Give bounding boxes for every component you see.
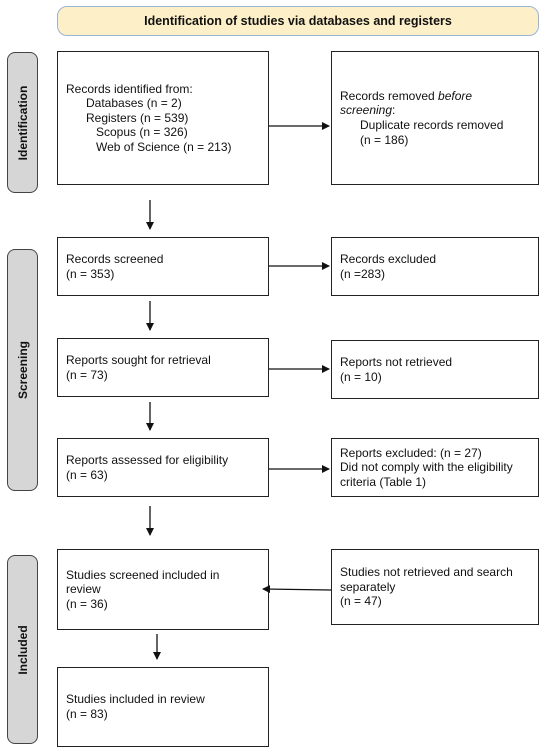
- records-removed-colon: :: [392, 103, 396, 118]
- studies-searched-separately-count: (n = 47): [340, 594, 382, 609]
- reports-excluded-box: Reports excluded: (n = 27) Did not compl…: [331, 438, 539, 497]
- reports-assessed-box: Reports assessed for eligibility (n = 63…: [57, 438, 269, 497]
- records-identified-heading: Records identified from:: [66, 81, 193, 96]
- records-removed-italic-before: before: [438, 88, 473, 103]
- studies-included-box: Studies included in review (n = 83): [57, 667, 269, 747]
- reports-excluded-reason: Did not comply with the eligibility: [340, 460, 513, 475]
- records-screened-label: Records screened: [66, 251, 164, 266]
- reports-assessed-label: Reports assessed for eligibility: [66, 452, 229, 467]
- reports-not-retrieved-count: (n = 10): [340, 369, 382, 384]
- scopus-count: Scopus (n = 326): [96, 125, 188, 140]
- studies-included-count: (n = 83): [66, 707, 108, 721]
- studies-searched-separately-label-cont: separately: [340, 579, 396, 594]
- duplicates-removed-label: Duplicate records removed: [360, 118, 504, 132]
- studies-searched-separately-label: Studies not retrieved and search: [340, 565, 513, 580]
- studies-included-label: Studies included in review: [66, 692, 205, 707]
- records-screened-count: (n = 353): [66, 266, 115, 281]
- records-removed-heading: Records removed before: [340, 89, 530, 104]
- reports-sought-box: Reports sought for retrieval (n = 73): [57, 338, 269, 397]
- databases-count: Databases (n = 2): [86, 96, 182, 111]
- phase-identification: Identification: [7, 52, 38, 193]
- reports-not-retrieved-box: Reports not retrieved (n = 10): [331, 340, 539, 399]
- reports-sought-label: Reports sought for retrieval: [66, 352, 211, 367]
- studies-screened-included-label: Studies screened included in: [66, 567, 220, 582]
- reports-not-retrieved-label: Reports not retrieved: [340, 354, 453, 369]
- records-excluded-label: Records excluded: [340, 251, 437, 266]
- diagram-title: Identification of studies via databases …: [144, 14, 452, 28]
- diagram-title-banner: Identification of studies via databases …: [57, 6, 539, 36]
- phase-included: Included: [7, 555, 38, 744]
- registers-count: Registers (n = 539): [86, 110, 189, 125]
- reports-assessed-count: (n = 63): [66, 467, 108, 482]
- records-screened-box: Records screened (n = 353): [57, 237, 269, 296]
- web-of-science-count: Web of Science (n = 213): [96, 139, 232, 154]
- records-removed-italic-screening: screening: [340, 103, 393, 118]
- reports-excluded-label: Reports excluded: (n = 27): [340, 445, 482, 460]
- reports-excluded-reason-cont: criteria (Table 1): [340, 474, 427, 489]
- phase-screening: Screening: [7, 249, 38, 491]
- records-excluded-count: (n =283): [340, 266, 386, 281]
- studies-screened-included-count: (n = 36): [66, 596, 108, 611]
- records-identified-box: Records identified from: Databases (n = …: [57, 51, 269, 185]
- duplicates-removed-count: (n = 186): [360, 132, 409, 147]
- records-removed-heading-cont: screening:: [340, 103, 530, 118]
- arrow-searched-separately-to-studies-screened: [262, 585, 332, 594]
- studies-screened-included-box: Studies screened included in review (n =…: [57, 549, 269, 630]
- studies-screened-included-label-cont: review: [66, 582, 101, 597]
- reports-sought-count: (n = 73): [66, 367, 108, 382]
- records-excluded-box: Records excluded (n =283): [331, 237, 539, 296]
- records-removed-box: Records removed before screening: Duplic…: [331, 51, 539, 185]
- records-removed-prefix: Records removed: [340, 88, 439, 103]
- studies-searched-separately-box: Studies not retrieved and search separat…: [331, 549, 539, 625]
